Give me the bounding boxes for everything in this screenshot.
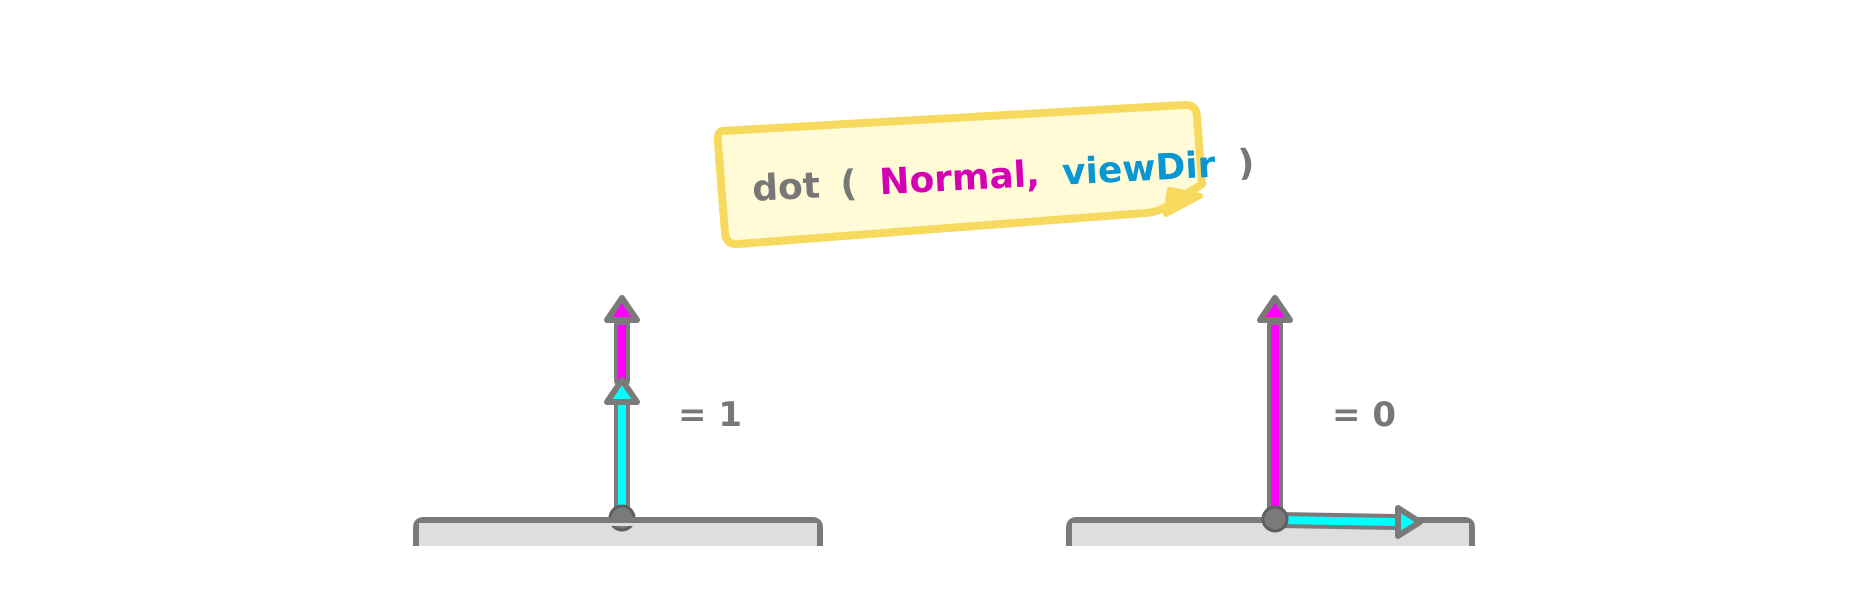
formula-text: dot ( Normal, viewDir ) [751, 143, 1255, 210]
sticky-note-curl [1163, 187, 1203, 217]
formula-close-paren: ) [1237, 143, 1256, 185]
viewdir-arrow-right [1272, 505, 1423, 539]
origin-point-right [1261, 505, 1289, 533]
sticky-note: dot ( Normal, viewDir ) [713, 100, 1255, 249]
normal-arrow-left [604, 295, 640, 388]
normal-arrow-right [1257, 295, 1293, 520]
sticky-note-body [713, 100, 1206, 249]
result-label-left: = 1 [678, 395, 742, 435]
case-perpendicular: = 0 [1066, 295, 1475, 546]
surface-left-fill [419, 523, 817, 546]
result-label-right: = 0 [1332, 395, 1396, 435]
formula-func: dot [751, 165, 821, 209]
formula-arg-viewdir: viewDir [1061, 145, 1217, 194]
case-parallel: = 1 [413, 295, 823, 546]
formula-arg-normal: Normal, [878, 154, 1040, 203]
viewdir-arrow-left [604, 377, 640, 518]
formula-open-paren: ( [839, 163, 858, 205]
